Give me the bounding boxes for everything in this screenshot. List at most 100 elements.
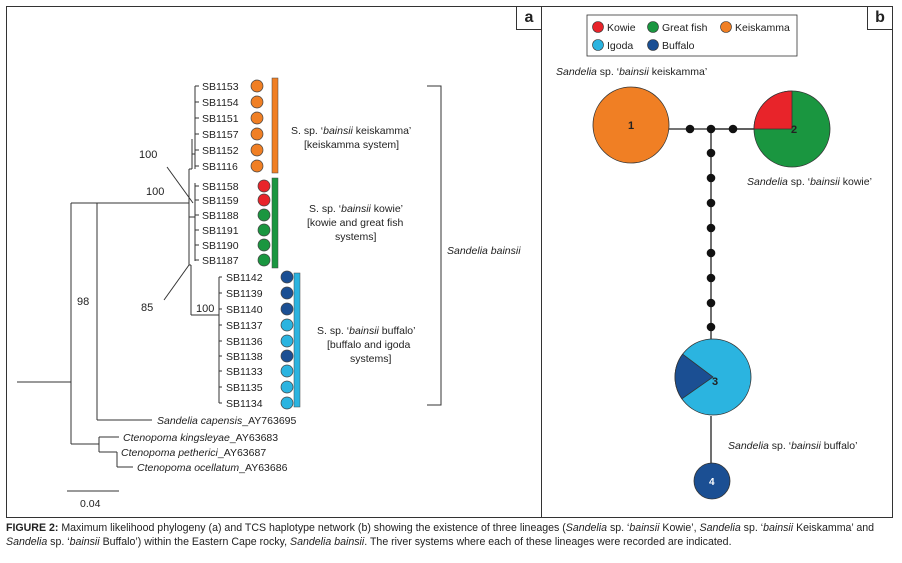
buffalo-system-note: [buffalo and igoda — [327, 339, 410, 351]
legend-box — [586, 14, 798, 57]
tip-label: SB1190 — [202, 240, 239, 252]
tree-branches — [17, 85, 442, 492]
tip-label: SB1151 — [202, 113, 239, 125]
kowie-dot — [257, 179, 271, 193]
keiskamma-dot — [250, 95, 264, 109]
tip-label: SB1136 — [226, 336, 263, 348]
buffalo-lineage-note: S. sp. ‘bainsii buffalo’ — [317, 325, 415, 337]
mutation-step-dot — [685, 124, 695, 134]
tip-label: SB1137 — [226, 320, 263, 332]
kowie-lineage-note: S. sp. ‘bainsii kowie’ — [309, 203, 403, 215]
keiskamma-dot — [250, 127, 264, 141]
bootstrap-100-buffalo: 100 — [196, 303, 214, 315]
mutation-step-dot — [706, 298, 716, 308]
keiskamma-dot — [250, 159, 264, 173]
mutation-step-dot — [706, 198, 716, 208]
mutation-step-dot — [706, 322, 716, 332]
keiskamma-dot — [250, 79, 264, 93]
tip-label: SB1133 — [226, 366, 263, 378]
keiskamma-system-note: [keiskamma system] — [304, 139, 399, 151]
panel-b-label: b — [867, 7, 892, 30]
legend-keiskamma: Keiskamma — [735, 22, 790, 34]
legend-igoda: Igoda — [607, 40, 633, 52]
node-2-label: 2 — [791, 124, 797, 136]
bootstrap-100-bainsii: 100 — [146, 186, 164, 198]
scale-bar-label: 0.04 — [80, 498, 101, 510]
legend-igoda-swatch — [592, 39, 604, 51]
haplotype-node-1 — [592, 86, 670, 164]
tip-label: SB1158 — [202, 181, 239, 193]
haplotype-node-3 — [674, 338, 752, 416]
buffalo-dot — [280, 380, 294, 394]
buffalo-dot — [280, 396, 294, 410]
panel-b-network: b Kowie Great fish Keiskamma Igoda Buffa… — [541, 6, 893, 518]
kowie-dot — [257, 193, 271, 207]
tip-label: SB1188 — [202, 210, 239, 222]
keiskamma-dot — [250, 111, 264, 125]
tip-label: SB1159 — [202, 195, 239, 207]
tip-label: SB1135 — [226, 382, 263, 394]
tip-label: SB1140 — [226, 304, 263, 316]
keiskamma-dot — [250, 143, 264, 157]
tip-label: SB1152 — [202, 145, 239, 157]
node-3-buffalo-slice — [674, 353, 714, 400]
tip-label: SB1134 — [226, 398, 263, 410]
kowie-dot — [257, 208, 271, 222]
legend-greatfish: Great fish — [662, 22, 708, 34]
mutation-step-dot — [706, 124, 716, 134]
haplotype-node-4 — [693, 462, 731, 500]
tip-label: SB1154 — [202, 97, 239, 109]
network-label-keiskamma: Sandelia sp. ‘bainsii keiskamma’ — [556, 66, 707, 78]
panel-a-phylogeny: a — [6, 6, 542, 518]
haplotype-network: Kowie Great fish Keiskamma Igoda Buffalo… — [556, 14, 872, 500]
legend: Kowie Great fish Keiskamma Igoda Buffalo — [586, 14, 798, 57]
mutation-step-dot — [728, 124, 738, 134]
network-label-kowie: Sandelia sp. ‘bainsii kowie’ — [747, 176, 872, 188]
network-label-buffalo: Sandelia sp. ‘bainsii buffalo’ — [728, 440, 857, 452]
keiskamma-tips: SB1153 SB1154 SB1151 SB1157 SB1152 SB111… — [202, 77, 279, 174]
mutation-step-dot — [706, 248, 716, 258]
tip-label: SB1139 — [226, 288, 263, 300]
kowie-lineage-bar — [271, 177, 279, 269]
tip-label: SB1191 — [202, 225, 239, 237]
buffalo-dot — [280, 349, 294, 363]
tip-label: SB1153 — [202, 81, 239, 93]
legend-kowie-swatch — [592, 21, 604, 33]
keiskamma-lineage-bar — [271, 77, 279, 174]
buffalo-dot — [280, 318, 294, 332]
outgroup-capensis: Sandelia capensis_AY763695 — [157, 415, 296, 427]
tip-label: SB1116 — [202, 161, 238, 173]
node-3-label: 3 — [712, 376, 718, 388]
kowie-dot — [257, 253, 271, 267]
kowie-tips: SB1158 SB1159 SB1188 SB1191 SB1190 SB118… — [202, 177, 279, 269]
kowie-dot — [257, 223, 271, 237]
bootstrap-100-keiskamma: 100 — [139, 149, 157, 161]
buffalo-dot — [280, 302, 294, 316]
mutation-step-dot — [706, 173, 716, 183]
buffalo-dot — [280, 364, 294, 378]
tip-label: SB1187 — [202, 255, 239, 267]
phylogeny-tree: 100 100 98 85 100 SB1153 SB1154 SB1151 S… — [17, 77, 521, 510]
figure-caption: FIGURE 2: Maximum likelihood phylogeny (… — [6, 522, 875, 548]
outgroup-ocellatum: Ctenopoma ocellatum_AY63686 — [137, 462, 288, 474]
outgroup-petherici: Ctenopoma petherici_AY63687 — [121, 447, 266, 459]
legend-buffalo: Buffalo — [662, 40, 695, 52]
bootstrap-98: 98 — [77, 296, 89, 308]
node-2-kowie-slice — [753, 90, 793, 130]
node-4-label: 4 — [709, 477, 715, 488]
legend-buffalo-swatch — [647, 39, 659, 51]
buffalo-dot — [280, 286, 294, 300]
tip-label: SB1157 — [202, 129, 239, 141]
bootstrap-85: 85 — [141, 302, 153, 314]
keiskamma-lineage-note: S. sp. ‘bainsii keiskamma’ — [291, 125, 411, 137]
kowie-system-note: [kowie and great fish — [307, 217, 403, 229]
buffalo-lineage-bar — [293, 272, 301, 408]
mutation-steps — [685, 124, 738, 332]
mutation-step-dot — [706, 148, 716, 158]
buffalo-dot — [280, 334, 294, 348]
node-1-label: 1 — [628, 120, 634, 132]
legend-kowie: Kowie — [607, 22, 636, 34]
legend-keiskamma-swatch — [720, 21, 732, 33]
panel-a-label: a — [516, 7, 541, 30]
